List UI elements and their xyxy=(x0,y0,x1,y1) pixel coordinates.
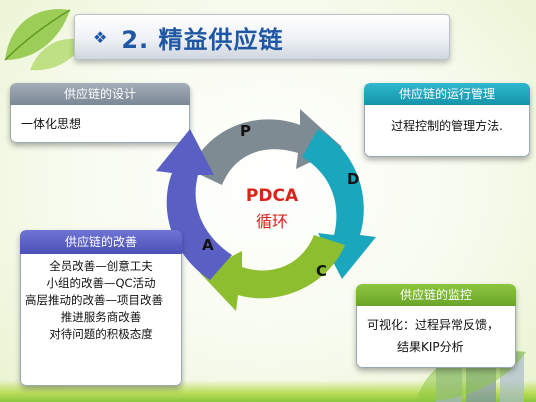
pdca-letter-c: C xyxy=(316,262,328,280)
design-box-body: 一体化思想 xyxy=(10,105,190,143)
pdca-arrow-c xyxy=(200,235,345,311)
pdca-letter-a: A xyxy=(202,236,214,254)
operations-box-body: 过程控制的管理方法. xyxy=(364,105,530,157)
monitoring-line: 结果KIP分析 xyxy=(397,340,464,354)
improvement-box-body: 全员改善—创意工夫 小组的改善—QC活动 高层推动的改善—项目改善 推进服务商改… xyxy=(20,254,182,386)
improvement-line: 全员改善—创意工夫 xyxy=(49,259,153,273)
pdca-center-subtitle: 循环 xyxy=(255,212,288,231)
monitoring-box-header: 供应链的监控 xyxy=(356,284,516,306)
pdca-arrow-d xyxy=(302,129,376,279)
pdca-center-title: PDCA xyxy=(245,186,299,206)
improvement-box: 供应链的改善 全员改善—创意工夫 小组的改善—QC活动 高层推动的改善—项目改善… xyxy=(20,230,182,386)
improvement-line: 小组的改善—QC活动 xyxy=(46,276,156,290)
improvement-line: 对待问题的积极态度 xyxy=(49,327,153,341)
improvement-line: 高层推动的改善—项目改善 xyxy=(25,293,163,307)
pdca-arrow-p xyxy=(190,109,342,185)
title-banner: ❖ 2. 精益供应链 xyxy=(74,14,450,60)
leaf-decoration-icon xyxy=(4,9,85,71)
page-title: 2. 精益供应链 xyxy=(121,25,284,54)
title-bullet-icon: ❖ xyxy=(93,27,108,47)
operations-box: 供应链的运行管理 过程控制的管理方法. xyxy=(364,83,530,157)
design-box-header: 供应链的设计 xyxy=(10,83,190,105)
improvement-line: 推进服务商改善 xyxy=(60,310,142,324)
design-box: 供应链的设计 一体化思想 xyxy=(10,83,190,143)
pdca-letter-p: P xyxy=(240,122,251,140)
operations-box-header: 供应链的运行管理 xyxy=(364,83,530,105)
monitoring-line: 可视化：过程异常反馈， xyxy=(367,318,500,332)
improvement-box-header: 供应链的改善 xyxy=(20,230,182,254)
pdca-arrow-a xyxy=(156,129,232,280)
pdca-cycle xyxy=(156,109,376,311)
pdca-letter-d: D xyxy=(347,170,360,188)
monitoring-box: 供应链的监控 可视化：过程异常反馈， 结果KIP分析 xyxy=(356,284,516,368)
monitoring-box-body: 可视化：过程异常反馈， 结果KIP分析 xyxy=(356,306,516,368)
